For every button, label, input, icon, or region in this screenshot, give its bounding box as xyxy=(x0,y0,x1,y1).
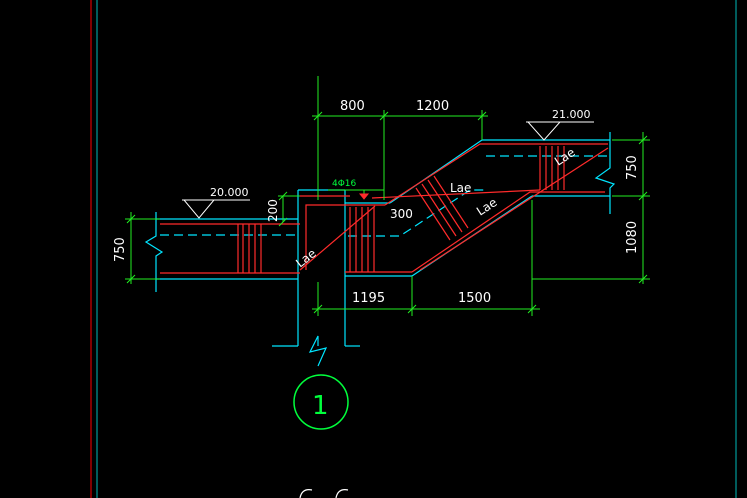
lae-label-lower-left: Lae xyxy=(293,246,318,270)
elevation-marker-left: 20.000 xyxy=(182,186,250,219)
dim-step-300-label: 300 xyxy=(390,207,413,221)
elevation-right-label: 21.000 xyxy=(552,108,591,121)
rebar-layout xyxy=(160,143,609,274)
dim-left-750-label: 750 xyxy=(113,237,128,262)
lae-label-upper-right: Lae xyxy=(552,145,578,168)
axis-number-label: 1 xyxy=(312,391,329,421)
concrete-outline xyxy=(144,132,616,367)
lae-label-center: Lae xyxy=(450,181,471,195)
rebar-callout-label: 4Φ16 xyxy=(332,179,357,189)
elevation-marker-right: 21.000 xyxy=(526,108,594,141)
dim-step-200-label: 200 xyxy=(266,199,280,222)
section-title-fragment xyxy=(299,489,349,498)
dim-800-label: 800 xyxy=(340,99,365,114)
axis-bubble xyxy=(293,374,349,430)
dim-right-1080-label: 1080 xyxy=(625,221,640,254)
dim-1500-label: 1500 xyxy=(458,291,491,306)
dim-1195-label: 1195 xyxy=(352,291,385,306)
dimension-lines xyxy=(125,76,650,316)
dim-1200-label: 1200 xyxy=(416,99,449,114)
elevation-left-label: 20.000 xyxy=(210,186,249,199)
dim-right-750-label: 750 xyxy=(625,155,640,180)
